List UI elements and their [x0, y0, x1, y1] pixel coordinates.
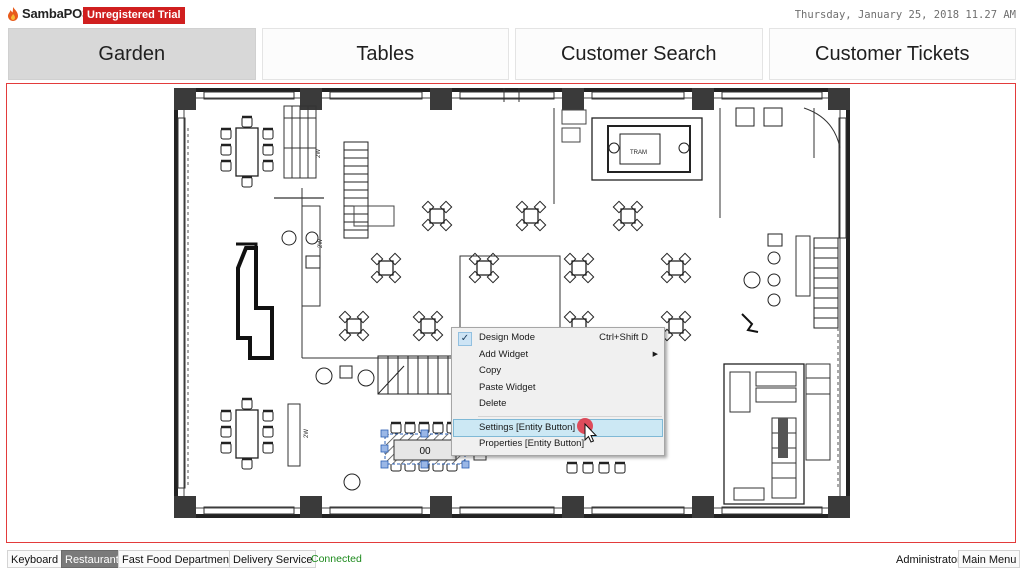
- context-menu: ✓ Design Mode Ctrl+Shift D Add Widget ▶ …: [451, 327, 665, 456]
- menu-item-label: Settings [Entity Button]: [479, 421, 576, 433]
- entity-screen-tabs: Garden Tables Customer Search Customer T…: [8, 28, 1016, 80]
- app-logo: SambaPOS: [7, 6, 91, 21]
- tab-customer-tickets[interactable]: Customer Tickets: [768, 28, 1016, 80]
- dimension-label: 2W: [318, 239, 324, 248]
- department-fast-food-button[interactable]: Fast Food Department: [118, 550, 237, 568]
- menu-item-label: Delete: [479, 398, 507, 409]
- department-delivery-button[interactable]: Delivery Service: [229, 550, 317, 568]
- menu-separator: [478, 415, 662, 417]
- menu-item-shortcut: Ctrl+Shift D: [599, 332, 648, 343]
- menu-item-add-widget[interactable]: Add Widget ▶: [452, 347, 664, 364]
- dimension-label: 2W: [304, 429, 310, 438]
- flame-icon: [8, 6, 18, 21]
- mouse-cursor-icon: [577, 418, 598, 443]
- menu-item-design-mode[interactable]: ✓ Design Mode Ctrl+Shift D: [452, 330, 664, 347]
- user-name[interactable]: Administrator: [896, 554, 961, 566]
- menu-item-properties-entity-button[interactable]: Properties [Entity Button]: [452, 436, 664, 453]
- status-bar: Keyboard Restaurant Fast Food Department…: [0, 548, 1024, 570]
- tab-tables[interactable]: Tables: [261, 28, 509, 80]
- menu-item-delete[interactable]: Delete: [452, 396, 664, 413]
- menu-item-paste-widget[interactable]: Paste Widget: [452, 380, 664, 397]
- menu-item-settings-entity-button[interactable]: Settings [Entity Button]: [453, 418, 663, 437]
- main-menu-button[interactable]: Main Menu: [958, 550, 1021, 568]
- entity-button-label[interactable]: 00: [419, 446, 431, 457]
- dimension-label: 2W: [316, 149, 322, 158]
- tab-garden[interactable]: Garden: [8, 28, 256, 80]
- keyboard-button[interactable]: Keyboard: [7, 550, 63, 568]
- connection-status: Connected: [311, 553, 362, 565]
- app-name: SambaPOS: [22, 6, 91, 21]
- menu-item-copy[interactable]: Copy: [452, 363, 664, 380]
- department-restaurant-button[interactable]: Restaurant: [61, 550, 123, 568]
- menu-item-label: Add Widget: [479, 348, 529, 360]
- menu-item-label: Paste Widget: [479, 381, 536, 393]
- trial-badge: Unregistered Trial: [83, 7, 185, 24]
- tab-customer-search[interactable]: Customer Search: [515, 28, 763, 80]
- menu-item-label: Properties [Entity Button]: [479, 438, 585, 449]
- menu-item-label: Design Mode: [479, 332, 535, 343]
- datetime-display: Thursday, January 25, 2018 11.27 AM: [794, 9, 1016, 21]
- checkmark-icon: ✓: [458, 332, 472, 346]
- submenu-arrow-icon: ▶: [652, 350, 658, 358]
- entity-screen-canvas[interactable]: 2W: [6, 83, 1016, 543]
- room-label: TRAM: [630, 150, 647, 156]
- title-bar: SambaPOS Unregistered Trial Thursday, Ja…: [0, 0, 1024, 28]
- menu-item-label: Copy: [479, 365, 502, 376]
